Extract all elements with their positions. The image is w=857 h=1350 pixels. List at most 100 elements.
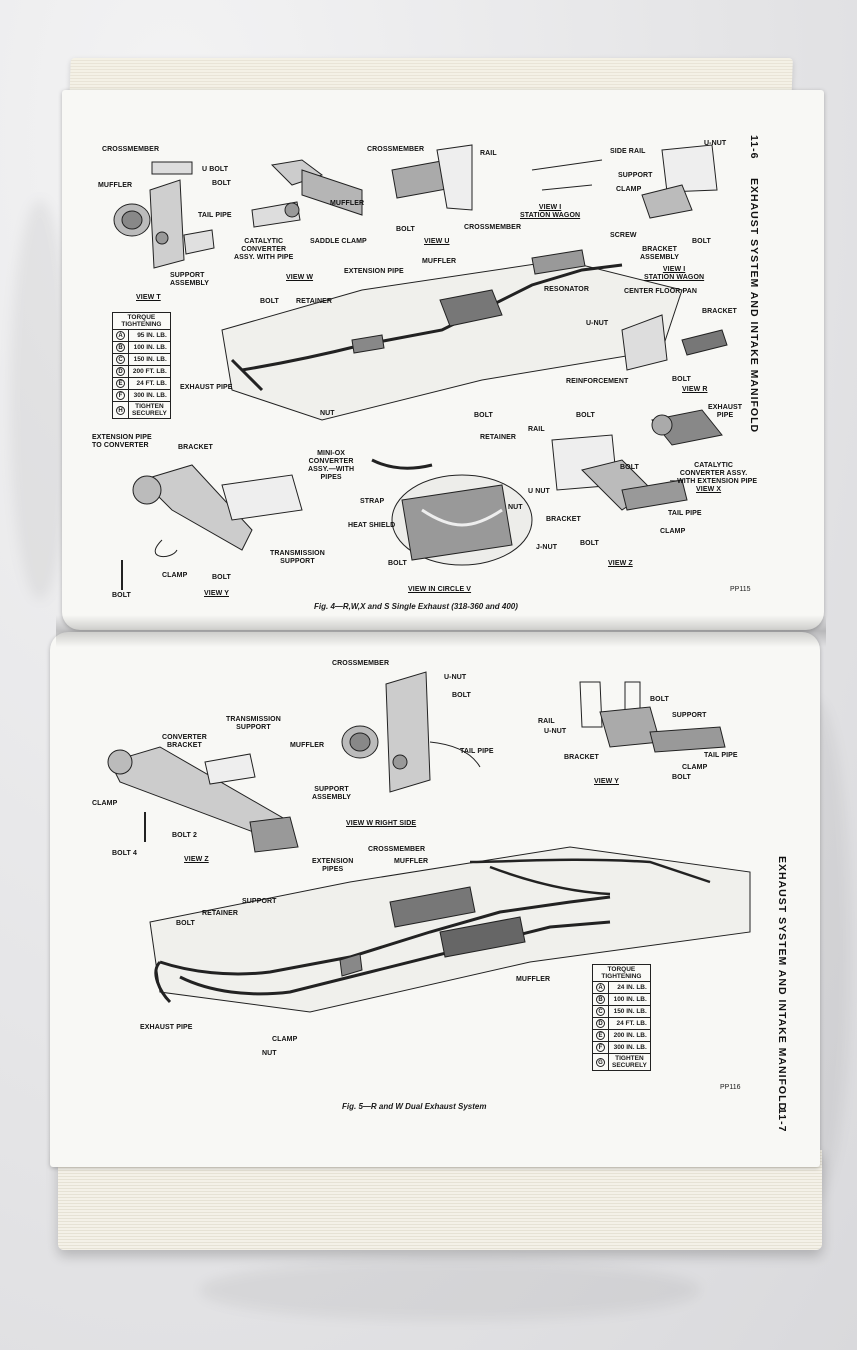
torque-key: C: [116, 355, 125, 364]
label-extension-pipe-to-converter: EXTENSION PIPE TO CONVERTER: [92, 434, 152, 449]
label-view-in-circle-v: VIEW IN CIRCLE V: [408, 586, 472, 593]
label-catalytic-converter-x: CATALYTIC CONVERTER ASSY. —WITH EXTENSIO…: [670, 462, 758, 485]
label-nut-v: NUT: [508, 504, 523, 511]
label-extension-pipes: EXTENSION PIPES: [312, 858, 354, 873]
label-reinforcement: REINFORCEMENT: [566, 378, 629, 385]
label-bolt-f: BOLT: [212, 574, 231, 581]
label-converter-bracket: CONVERTER BRACKET: [162, 734, 207, 749]
label-tail-pipe-y: TAIL PIPE: [704, 752, 738, 759]
page-11-7: EXHAUST SYSTEM AND INTAKE MANIFOLD 11-7 …: [50, 632, 820, 1167]
cloth-fold: [200, 1260, 700, 1320]
label-retainer: RETAINER: [202, 910, 239, 917]
torque-key: D: [116, 367, 125, 376]
label-view-i-station-wagon: VIEW I STATION WAGON: [520, 204, 581, 219]
label-crossmember-main: CROSSMEMBER: [368, 846, 426, 853]
label-crossmember-w: CROSSMEMBER: [332, 660, 390, 667]
torque-key: F: [596, 1043, 605, 1052]
torque-value: 95 IN. LB.: [128, 329, 171, 342]
torque-key: H: [116, 405, 125, 415]
label-bolt-a: BOLT: [388, 560, 407, 567]
torque-key: C: [596, 1007, 605, 1016]
label-exhaust-pipe-main: EXHAUST PIPE: [180, 384, 233, 391]
label-view-y: VIEW Y: [594, 778, 619, 785]
label-muffler-w: MUFFLER: [290, 742, 325, 749]
torque-value: 150 IN. LB.: [128, 353, 171, 366]
label-bolt-v: BOLT: [474, 412, 493, 419]
figure-caption-5: Fig. 5—R and W Dual Exhaust System: [342, 1102, 487, 1111]
label-bolt-2: BOLT 2: [172, 832, 197, 839]
label-resonator: RESONATOR: [544, 286, 589, 293]
torque-key: B: [116, 343, 125, 352]
label-tail-pipe-t: TAIL PIPE: [198, 212, 232, 219]
label-rail-u: RAIL: [480, 150, 497, 157]
label-bolt-i: BOLT: [692, 238, 711, 245]
label-support-y: SUPPORT: [672, 712, 707, 719]
label-muffler-t: MUFFLER: [98, 182, 133, 189]
side-heading: EXHAUST SYSTEM AND INTAKE MANIFOLD: [748, 178, 760, 434]
label-bolt-g: BOLT: [580, 540, 599, 547]
label-crossmember-main: CROSSMEMBER: [464, 224, 522, 231]
label-retainer-main: RETAINER: [296, 298, 333, 305]
pp-code-top: PP115: [730, 586, 751, 593]
page-number-11-6: 11-6: [748, 135, 760, 160]
label-crossmember-t: CROSSMEMBER: [102, 146, 160, 153]
torque-key: E: [596, 1031, 605, 1040]
torque-key: D: [596, 1019, 605, 1028]
label-muffler-main-2: MUFFLER: [516, 976, 551, 983]
label-bolt-w: BOLT: [452, 692, 471, 699]
label-bolt-y-h: BOLT: [672, 774, 691, 781]
label-u-nut-w: U-NUT: [444, 674, 467, 681]
label-view-z: VIEW Z: [608, 560, 633, 567]
label-bolt-4: BOLT 4: [112, 850, 137, 857]
label-center-floor-pan: CENTER FLOOR PAN: [624, 288, 698, 295]
torque-key: A: [116, 331, 125, 340]
label-clamp-z: CLAMP: [660, 528, 686, 535]
label-transmission-support: TRANSMISSION SUPPORT: [226, 716, 281, 731]
side-heading: EXHAUST SYSTEM AND INTAKE MANIFOLD: [776, 856, 788, 1112]
label-support-assembly-t: SUPPORT ASSEMBLY: [170, 272, 210, 287]
label-exhaust-pipe: EXHAUST PIPE: [140, 1024, 193, 1031]
label-muffler-main-1: MUFFLER: [394, 858, 429, 865]
cloth-fold: [10, 200, 70, 600]
label-exhaust-pipe-x: EXHAUST PIPE: [708, 404, 743, 419]
page-11-6: 11-6 EXHAUST SYSTEM AND INTAKE MANIFOLD …: [62, 90, 824, 630]
torque-header: TORQUE TIGHTENING: [112, 312, 171, 330]
torque-value: TIGHTEN SECURELY: [128, 401, 171, 419]
label-view-x: VIEW X: [696, 486, 722, 493]
pp-code-bottom: PP116: [720, 1084, 741, 1091]
label-mini-ox-converter: MINI-OX CONVERTER ASSY.—WITH PIPES: [308, 450, 355, 481]
label-tail-pipe-z: TAIL PIPE: [668, 510, 702, 517]
label-crossmember-u: CROSSMEMBER: [367, 146, 425, 153]
torque-key: E: [116, 379, 125, 388]
torque-value: 24 FT. LB.: [608, 1017, 651, 1030]
exhaust-diagram-fig4: [113, 144, 728, 590]
label-u-nut-y: U-NUT: [544, 728, 567, 735]
label-view-z: VIEW Z: [184, 856, 209, 863]
label-transmission-support: TRANSMISSION SUPPORT: [270, 550, 325, 565]
label-clamp-z: CLAMP: [92, 800, 118, 807]
label-view-t: VIEW T: [136, 294, 161, 301]
label-muffler-w: MUFFLER: [330, 200, 365, 207]
label-strap: STRAP: [360, 498, 385, 505]
label-u-nut-r: U-NUT: [586, 320, 609, 327]
label-bolt-main: BOLT: [176, 920, 195, 927]
torque-value: 200 IN. LB.: [608, 1029, 651, 1042]
label-view-r: VIEW R: [682, 386, 708, 393]
label-bolt-main: BOLT: [260, 298, 279, 305]
torque-key: F: [116, 391, 125, 400]
label-view-u: VIEW U: [424, 238, 450, 245]
label-bracket-y: BRACKET: [564, 754, 599, 761]
label-bolt-u: BOLT: [396, 226, 415, 233]
figure-caption-4: Fig. 4—R,W,X and S Single Exhaust (318-3…: [314, 602, 518, 611]
label-retainer-v: RETAINER: [480, 434, 517, 441]
label-clamp-y: CLAMP: [682, 764, 708, 771]
label-support-main: SUPPORT: [242, 898, 277, 905]
label-bolt-r: BOLT: [672, 376, 691, 383]
torque-value: 200 FT. LB.: [128, 365, 171, 378]
label-nut-main: NUT: [262, 1050, 277, 1057]
torque-value: 300 IN. LB.: [128, 389, 171, 402]
